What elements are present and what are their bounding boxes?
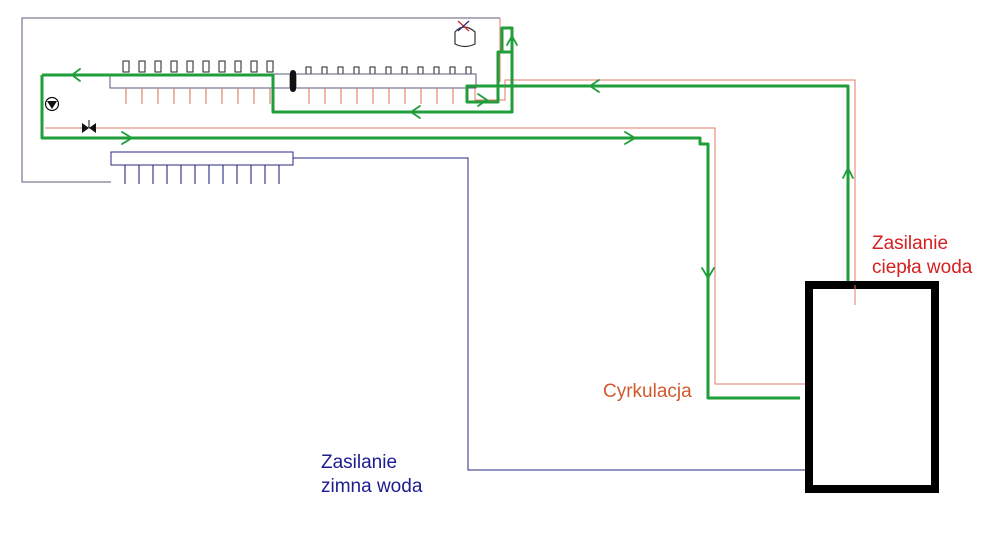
flow-arrow-icon bbox=[70, 34, 854, 280]
hot-manifold-left bbox=[122, 60, 274, 73]
building-outline bbox=[21, 17, 500, 183]
boiler-icon bbox=[454, 20, 476, 48]
hot-water-supply-line-1: Zasilanie bbox=[872, 233, 949, 254]
cold-water-supply-label: Zasilanie zimna woda bbox=[321, 451, 422, 499]
cold-water-supply-line-2: zimna woda bbox=[321, 476, 423, 497]
hot-water-supply-label: Zasilanie ciepła woda bbox=[872, 232, 972, 280]
cold-outlets bbox=[124, 165, 280, 184]
cold-water-manifold bbox=[110, 151, 294, 166]
valve-icon bbox=[82, 120, 96, 133]
cold-water-pipe bbox=[293, 157, 808, 471]
hot-manifold-body-right bbox=[295, 73, 477, 89]
hot-outlets bbox=[125, 88, 454, 104]
manifold-divider bbox=[290, 70, 296, 92]
pump-icon bbox=[44, 96, 60, 112]
hot-water-tank bbox=[805, 281, 939, 493]
hot-manifold-right bbox=[305, 66, 472, 75]
cold-water-supply-line-1: Zasilanie bbox=[321, 452, 398, 473]
circulation-label: Cyrkulacja bbox=[603, 381, 692, 402]
hot-water-supply-line-2: ciepła woda bbox=[872, 257, 973, 278]
circulation-flow-lines bbox=[40, 26, 850, 400]
